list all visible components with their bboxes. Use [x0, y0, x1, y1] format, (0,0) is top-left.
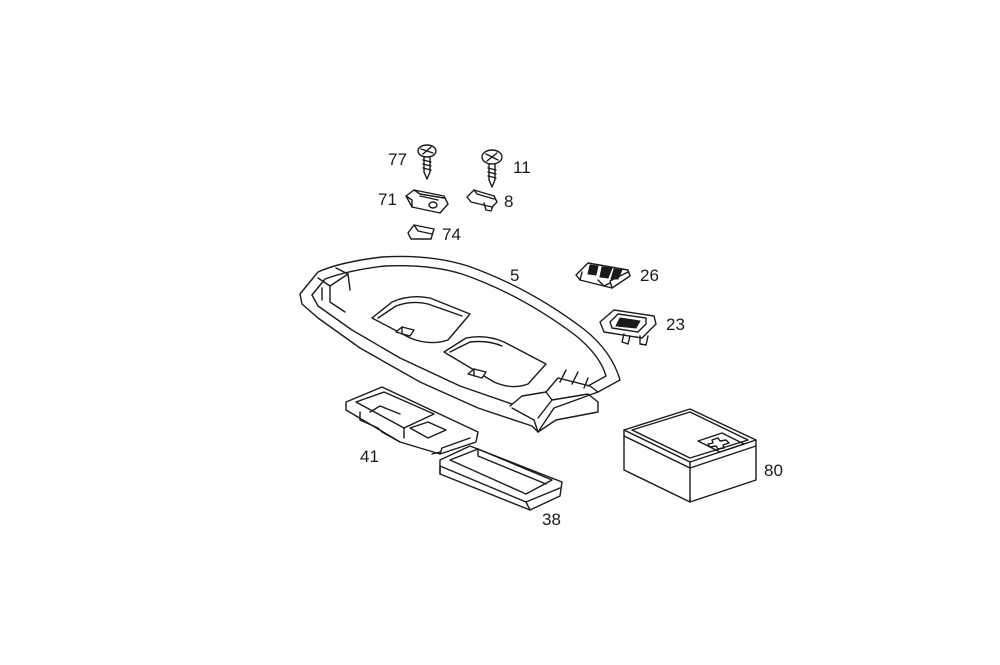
- part-77-screw: [417, 144, 437, 180]
- label-5: 5: [510, 266, 520, 285]
- part-5-rear-shelf: [299, 255, 621, 433]
- label-23: 23: [666, 315, 685, 334]
- part-23-frame: [599, 309, 657, 346]
- label-38: 38: [542, 510, 561, 529]
- part-11-screw: [481, 149, 503, 188]
- label-80: 80: [764, 461, 783, 480]
- label-71: 71: [378, 190, 397, 209]
- label-41: 41: [360, 447, 379, 466]
- part-8-clip: [466, 189, 498, 212]
- label-74: 74: [442, 225, 461, 244]
- part-41-tray-frame: [345, 386, 479, 455]
- part-38-tray: [431, 445, 563, 511]
- label-26: 26: [640, 266, 659, 285]
- part-26-switch: [575, 262, 631, 289]
- part-71-bracket: [405, 189, 449, 214]
- label-77: 77: [388, 150, 407, 169]
- part-74-pad: [407, 224, 435, 240]
- label-11: 11: [513, 158, 531, 177]
- label-8: 8: [504, 192, 514, 211]
- part-80-first-aid-box: [623, 408, 757, 503]
